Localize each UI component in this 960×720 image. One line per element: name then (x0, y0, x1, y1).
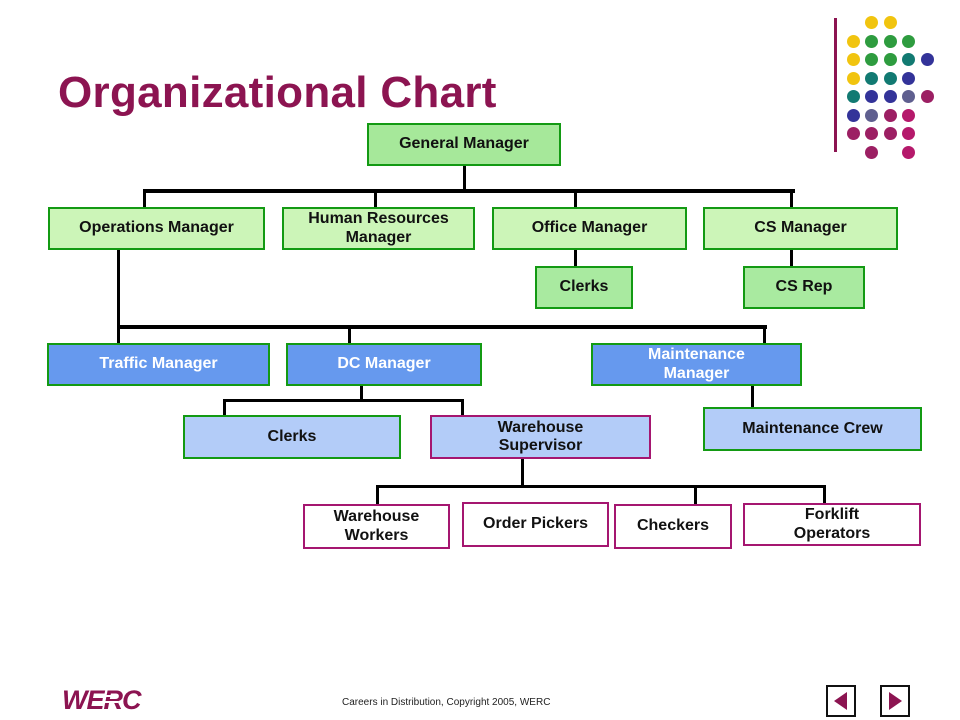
decorative-dot (920, 53, 934, 66)
node-label: Traffic Manager (99, 355, 218, 373)
connector (461, 399, 464, 416)
connector (574, 189, 577, 209)
connector (117, 249, 120, 328)
decorative-dot (883, 16, 897, 29)
decorative-dot (883, 90, 897, 103)
connector (143, 189, 146, 209)
connector (694, 485, 697, 505)
connector (143, 189, 795, 193)
node-order-pickers: Order Pickers (462, 502, 609, 547)
connector (223, 399, 464, 402)
connector (463, 166, 466, 191)
decorative-dot (883, 108, 897, 122)
node-label: Checkers (636, 517, 710, 535)
connector (376, 485, 826, 488)
decorative-dot (883, 71, 897, 85)
decorative-dot (846, 108, 860, 122)
node-office-clerks: Clerks (535, 266, 633, 309)
decorative-dot (902, 145, 915, 159)
connector (360, 385, 363, 401)
node-label: Office Manager (531, 219, 648, 237)
decorative-dot (865, 145, 878, 159)
decorative-dot (865, 34, 878, 48)
decorative-dot (846, 90, 860, 103)
decorative-dot (902, 71, 915, 85)
node-warehouse-supervisor: Warehouse Supervisor (430, 415, 651, 459)
decorative-dot (846, 53, 860, 66)
decorative-dot (865, 127, 878, 140)
connector (763, 325, 766, 345)
node-label: CS Rep (775, 278, 833, 296)
connector (348, 325, 351, 345)
node-label: Order Pickers (483, 515, 588, 533)
node-forklift-operators: Forklift Operators (743, 503, 921, 546)
node-label: Warehouse Supervisor (497, 418, 584, 454)
node-cs-rep: CS Rep (743, 266, 865, 309)
decorative-dot (902, 127, 915, 140)
node-dc-clerks: Clerks (183, 415, 401, 459)
decorative-dot (902, 90, 915, 103)
prev-slide-button[interactable] (826, 685, 856, 717)
connector (223, 399, 226, 416)
connector (574, 249, 577, 267)
node-label: Maintenance Crew (742, 419, 883, 437)
connector (790, 249, 793, 267)
decorative-dot (902, 34, 915, 48)
node-general-manager: General Manager (367, 123, 561, 166)
decorative-dot (865, 16, 878, 29)
connector (117, 325, 120, 345)
node-label: Forklift Operators (793, 506, 871, 542)
node-checkers: Checkers (614, 504, 732, 549)
werc-logo-text: WERC (62, 687, 142, 713)
node-office-manager: Office Manager (492, 207, 687, 250)
triangle-right-icon (889, 692, 902, 710)
decorative-dot (902, 53, 915, 66)
node-maintenance-manager: Maintenance Manager (591, 343, 802, 386)
node-label: Clerks (267, 427, 317, 445)
node-label: General Manager (399, 135, 529, 153)
decorative-dot (902, 108, 915, 122)
decorative-dot (883, 53, 897, 66)
decorative-dot (865, 71, 878, 85)
node-cs-manager: CS Manager (703, 207, 898, 250)
werc-logo: WERC (60, 685, 182, 718)
node-operations-manager: Operations Manager (48, 207, 265, 250)
node-label: Maintenance Manager (648, 346, 745, 382)
node-warehouse-workers: Warehouse Workers (303, 504, 450, 549)
connector (521, 457, 524, 487)
node-dc-manager: DC Manager (286, 343, 482, 386)
decorative-dot (846, 127, 860, 140)
decorative-dot (865, 108, 878, 122)
triangle-left-icon (834, 692, 847, 710)
node-maintenance-crew: Maintenance Crew (703, 407, 922, 451)
connector (790, 189, 793, 209)
connector (117, 325, 767, 329)
decorative-dot (846, 71, 860, 85)
node-label: Clerks (559, 278, 609, 296)
decorative-dot (846, 34, 860, 48)
connector (376, 485, 379, 505)
decorative-dot (883, 34, 897, 48)
decorative-dot (883, 127, 897, 140)
connector (823, 485, 826, 505)
connector (374, 189, 377, 209)
next-slide-button[interactable] (880, 685, 910, 717)
decorative-dot (920, 90, 934, 103)
node-label: DC Manager (337, 355, 431, 373)
accent-divider (834, 18, 837, 152)
node-label: CS Manager (754, 219, 847, 237)
decorative-dot (865, 90, 878, 103)
decorative-dot (865, 53, 878, 66)
node-label: Warehouse Workers (333, 508, 420, 544)
connector (751, 385, 754, 408)
node-label: Operations Manager (79, 219, 234, 237)
copyright-text: Careers in Distribution, Copyright 2005,… (342, 697, 551, 708)
node-hr-manager: Human Resources Manager (282, 207, 475, 250)
node-traffic-manager: Traffic Manager (47, 343, 270, 386)
node-label: Human Resources Manager (308, 210, 449, 246)
page-title: Organizational Chart (58, 68, 497, 117)
